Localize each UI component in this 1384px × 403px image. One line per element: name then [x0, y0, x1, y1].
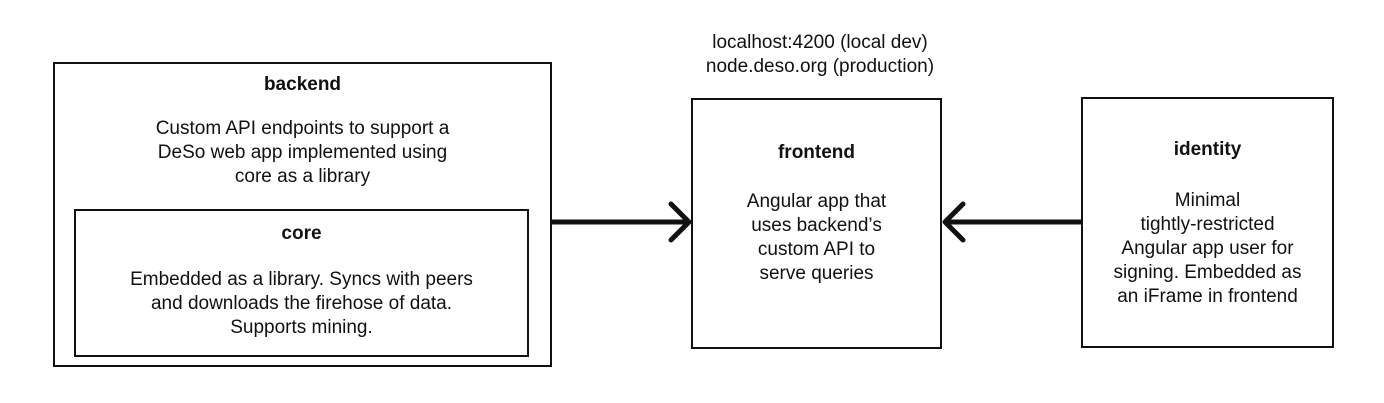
backend-title: backend [263, 74, 342, 95]
identity-box: identity Minimal tightly-restricted Angu… [1081, 97, 1334, 348]
frontend-host-label: localhost:4200 (local dev) node.deso.org… [705, 32, 935, 77]
frontend-description: Angular app that uses backend’s custom A… [746, 191, 887, 284]
arrow-identity-to-frontend [942, 201, 1081, 243]
frontend-box: frontend Angular app that uses backend’s… [691, 98, 942, 349]
identity-description: Minimal tightly-restricted Angular app u… [1113, 190, 1302, 307]
arrow-head-icon [668, 201, 692, 243]
core-box: core Embedded as a library. Syncs with p… [74, 209, 529, 357]
backend-description: Custom API endpoints to support a DeSo w… [155, 118, 450, 187]
frontend-title: frontend [777, 142, 856, 163]
core-description: Embedded as a library. Syncs with peers … [130, 269, 473, 338]
identity-title: identity [1173, 139, 1242, 160]
arrow-backend-to-frontend [552, 201, 692, 243]
arrow-head-icon [942, 201, 966, 243]
core-title: core [281, 223, 322, 244]
